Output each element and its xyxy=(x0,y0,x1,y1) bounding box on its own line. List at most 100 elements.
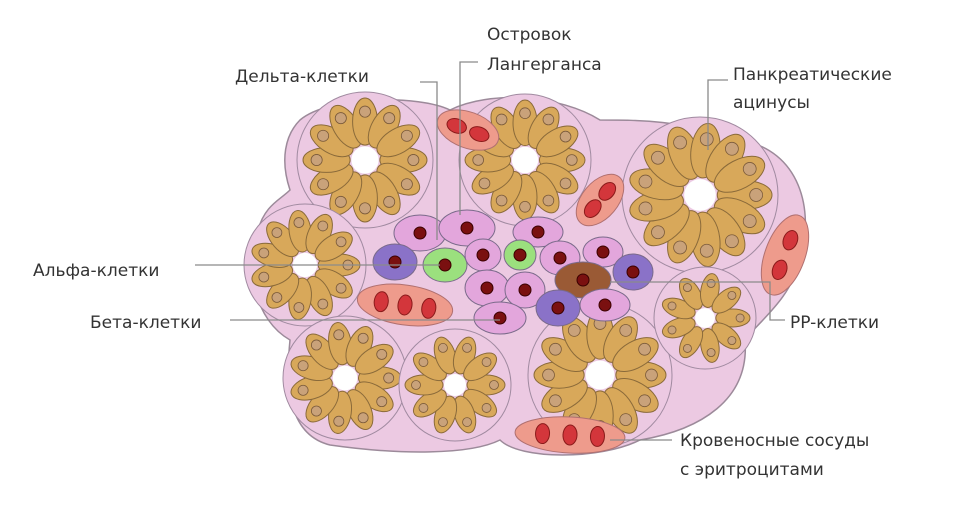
acinar-nucleus xyxy=(651,225,665,240)
acinar-nucleus xyxy=(271,292,283,303)
acinus xyxy=(282,315,408,441)
acinar-nucleus xyxy=(549,342,562,356)
erythrocyte xyxy=(469,126,490,143)
label-vessels: Кровеносные сосуды xyxy=(680,431,869,451)
acinar-nucleus xyxy=(683,283,692,293)
acinar-nucleus xyxy=(478,177,491,190)
acinus-lumen xyxy=(684,179,716,211)
blood-vessels xyxy=(356,109,810,454)
erythrocyte xyxy=(598,181,617,201)
acinar-nucleus xyxy=(383,372,395,384)
leader-acini xyxy=(707,79,728,150)
erythrocyte xyxy=(421,297,437,319)
acinar-nucleus xyxy=(519,107,531,119)
acinar-nucleus xyxy=(699,132,714,147)
beta-cell xyxy=(473,301,527,335)
acinar-nucleus xyxy=(638,201,653,216)
blood-vessel xyxy=(575,173,625,227)
leader-pp xyxy=(610,281,785,321)
beta-cell-nucleus xyxy=(493,311,507,325)
acinar-nucleus xyxy=(667,301,677,311)
acinar-nucleus xyxy=(400,129,413,142)
acinar-nucleus xyxy=(407,154,420,166)
beta-cell-nucleus xyxy=(553,251,567,265)
acinus-lumen xyxy=(695,308,715,328)
erythrocyte xyxy=(782,230,799,251)
beta-cell xyxy=(512,216,564,248)
delta-cell-nucleus xyxy=(388,255,402,269)
label-delta-cells: Дельта-клетки xyxy=(235,67,369,87)
acinar-nucleus xyxy=(699,243,714,258)
acinar-nucleus xyxy=(357,412,369,424)
acinar-nucleus xyxy=(619,324,633,337)
acinar-nucleus xyxy=(335,282,347,294)
acinar-nucleus xyxy=(317,178,330,191)
acinus xyxy=(621,116,779,274)
delta-cell xyxy=(372,243,418,281)
acinar-nucleus xyxy=(310,405,322,417)
erythrocyte xyxy=(583,199,602,219)
beta-cell-nucleus xyxy=(518,283,532,297)
acinar-nucleus xyxy=(438,343,448,353)
acinar-nucleus xyxy=(519,201,531,213)
acinar-nucleus xyxy=(645,368,658,382)
acinus-lumen xyxy=(351,146,379,174)
acinar-nucleus xyxy=(376,396,388,408)
acinar-nucleus xyxy=(334,195,347,208)
acinar-nucleus xyxy=(706,348,716,358)
acinar-nucleus xyxy=(418,403,429,413)
label-islet-2: Лангерганса xyxy=(487,55,602,75)
acinar-nucleus xyxy=(383,195,396,208)
beta-cell-nucleus xyxy=(460,221,474,235)
acinar-nucleus xyxy=(376,348,388,360)
acinar-nucleus xyxy=(310,339,322,351)
beta-cell xyxy=(504,271,546,309)
delta-cell-nucleus xyxy=(551,301,565,315)
acinar-nucleus xyxy=(559,177,572,190)
acinar-nucleus xyxy=(481,357,492,367)
acinus xyxy=(653,266,757,370)
pp-cell xyxy=(554,261,612,299)
alpha-cell-nucleus xyxy=(438,258,452,272)
acinar-nucleus xyxy=(542,194,555,207)
leader-islet xyxy=(459,61,478,215)
erythrocyte xyxy=(373,291,389,313)
acinar-nucleus xyxy=(542,368,555,382)
acinar-nucleus xyxy=(742,162,757,176)
acinar-nucleus xyxy=(638,174,653,189)
erythrocyte xyxy=(446,117,467,134)
acinar-nucleus xyxy=(334,112,347,125)
acinar-nucleus xyxy=(481,403,492,413)
acinus-lumen xyxy=(511,146,539,174)
acinar-nucleus xyxy=(418,357,429,367)
label-acini-2: ацинусы xyxy=(733,93,810,113)
acinar-nucleus xyxy=(619,413,633,426)
acinar-nucleus xyxy=(293,217,305,228)
acinar-nucleus xyxy=(357,332,369,344)
acinar-nucleus xyxy=(411,380,421,390)
beta-cell-nucleus xyxy=(476,248,490,262)
delta-cell-nucleus xyxy=(626,265,640,279)
acinar-nucleus xyxy=(749,188,764,202)
acinar-nucleus xyxy=(297,360,309,372)
acinar-nucleus xyxy=(567,324,581,337)
acinar-nucleus xyxy=(333,329,345,341)
acinar-nucleus xyxy=(333,415,345,427)
beta-cell xyxy=(438,209,496,247)
label-pp-cells: PP-клетки xyxy=(790,313,879,333)
acinar-cell xyxy=(715,308,751,328)
erythrocyte xyxy=(562,424,578,446)
beta-cell xyxy=(464,238,502,272)
beta-cell-nucleus xyxy=(596,245,610,259)
islet-cells xyxy=(372,209,654,335)
erythrocyte xyxy=(535,423,551,445)
acinar-nucleus xyxy=(310,154,323,166)
acinar-nucleus xyxy=(359,105,371,118)
acinar-nucleus xyxy=(565,154,578,166)
delta-cell xyxy=(535,289,581,327)
acinar-nucleus xyxy=(438,417,448,427)
acinar-nucleus xyxy=(335,236,347,248)
acinar-nucleus xyxy=(495,113,508,126)
erythrocyte xyxy=(589,425,605,447)
